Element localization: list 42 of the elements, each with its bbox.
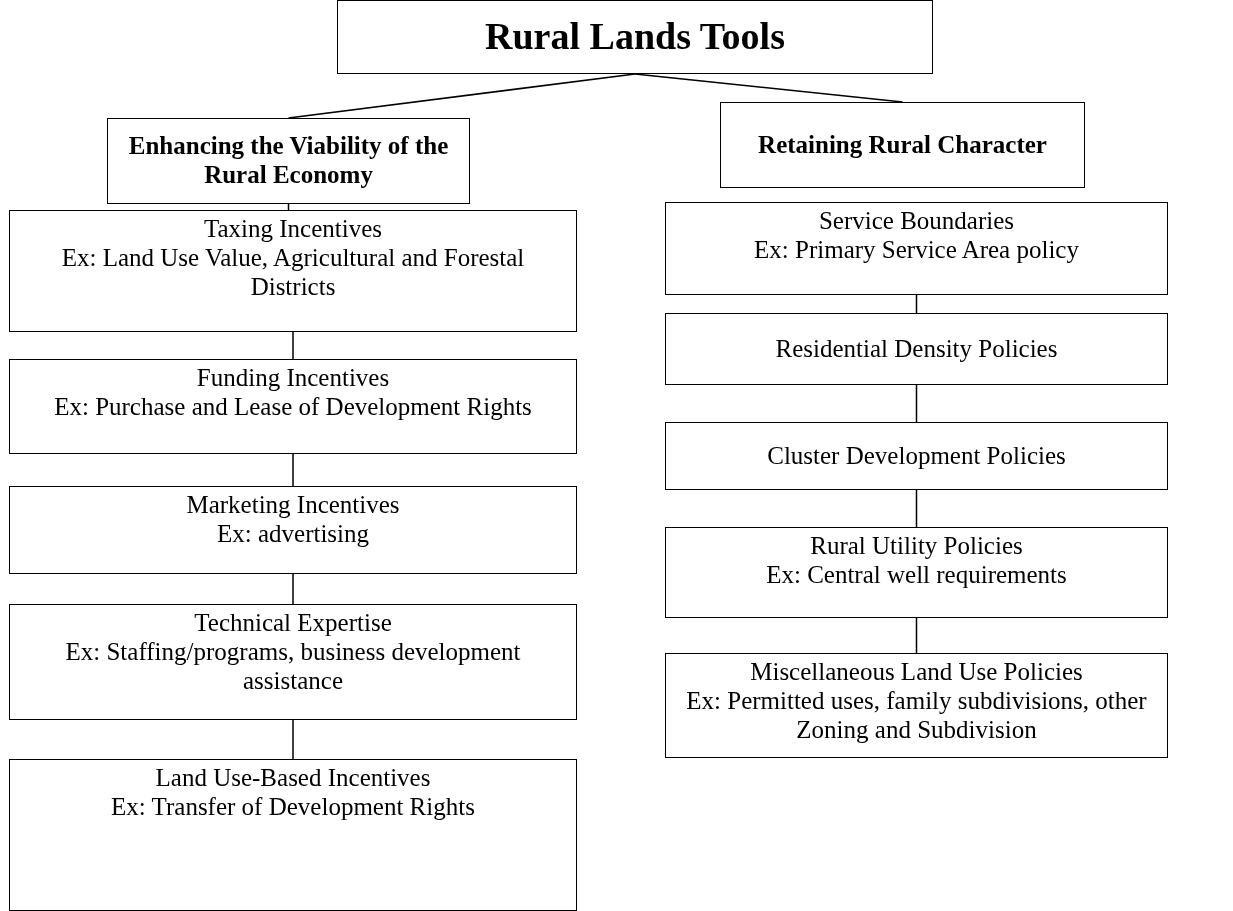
tool-box — [665, 527, 1168, 618]
example-text: Ex: Primary Service Area policy — [754, 235, 1079, 265]
example-text: Ex: Transfer of Development Rights — [111, 792, 475, 822]
heading-text: Retaining Rural Character — [758, 130, 1047, 160]
connector-line — [292, 331, 294, 360]
tool-box — [9, 759, 577, 911]
example-text: Ex: Purchase and Lease of Development Rights — [54, 392, 532, 422]
tool-heading: Funding Incentives — [196, 364, 390, 393]
tool-heading: Technical Expertise — [194, 609, 392, 638]
tool-heading: Rural Utility Policies — [810, 532, 1023, 561]
tool-box — [665, 202, 1168, 295]
tool-heading: Service Boundaries — [818, 207, 1015, 236]
heading-text: Enhancing the Viability of the Rural Economy — [127, 132, 450, 190]
example-text: Ex: Land Use Value, Agricultural and Forestal Districts — [60, 243, 526, 302]
category-box — [720, 102, 1085, 188]
connector-line — [915, 489, 918, 528]
tool-box — [665, 313, 1168, 385]
connector-line — [915, 617, 918, 654]
connector-line — [292, 453, 294, 487]
tool-heading: Cluster Development Policies — [767, 441, 1066, 471]
connector-line — [915, 384, 918, 423]
tool-heading: Land Use-Based Incentives — [155, 764, 431, 793]
example-text: Ex: Permitted uses, family subdivisions, other Zoning and Subdivision — [685, 686, 1148, 745]
example-text: Ex: Staffing/programs, business development assistance — [64, 637, 522, 696]
tool-box — [665, 653, 1168, 758]
tool-heading: Residential Density Policies — [775, 334, 1058, 364]
connector-line — [287, 73, 636, 119]
tool-box — [9, 486, 577, 574]
tool-heading: Taxing Incentives — [203, 215, 383, 244]
example-text: Ex: advertising — [216, 519, 370, 549]
tool-heading: Marketing Incentives — [186, 491, 400, 520]
category-box — [107, 118, 470, 204]
tool-heading: Miscellaneous Land Use Policies — [750, 658, 1083, 687]
tool-box — [9, 359, 577, 454]
tool-box — [665, 422, 1168, 490]
tool-box — [9, 604, 577, 720]
connector-line — [292, 573, 294, 605]
tool-box — [9, 210, 577, 332]
heading-text: Rural Lands Tools — [485, 15, 785, 59]
title-box — [337, 0, 933, 74]
connector-line — [292, 719, 294, 760]
example-text: Ex: Central well requirements — [766, 560, 1067, 590]
